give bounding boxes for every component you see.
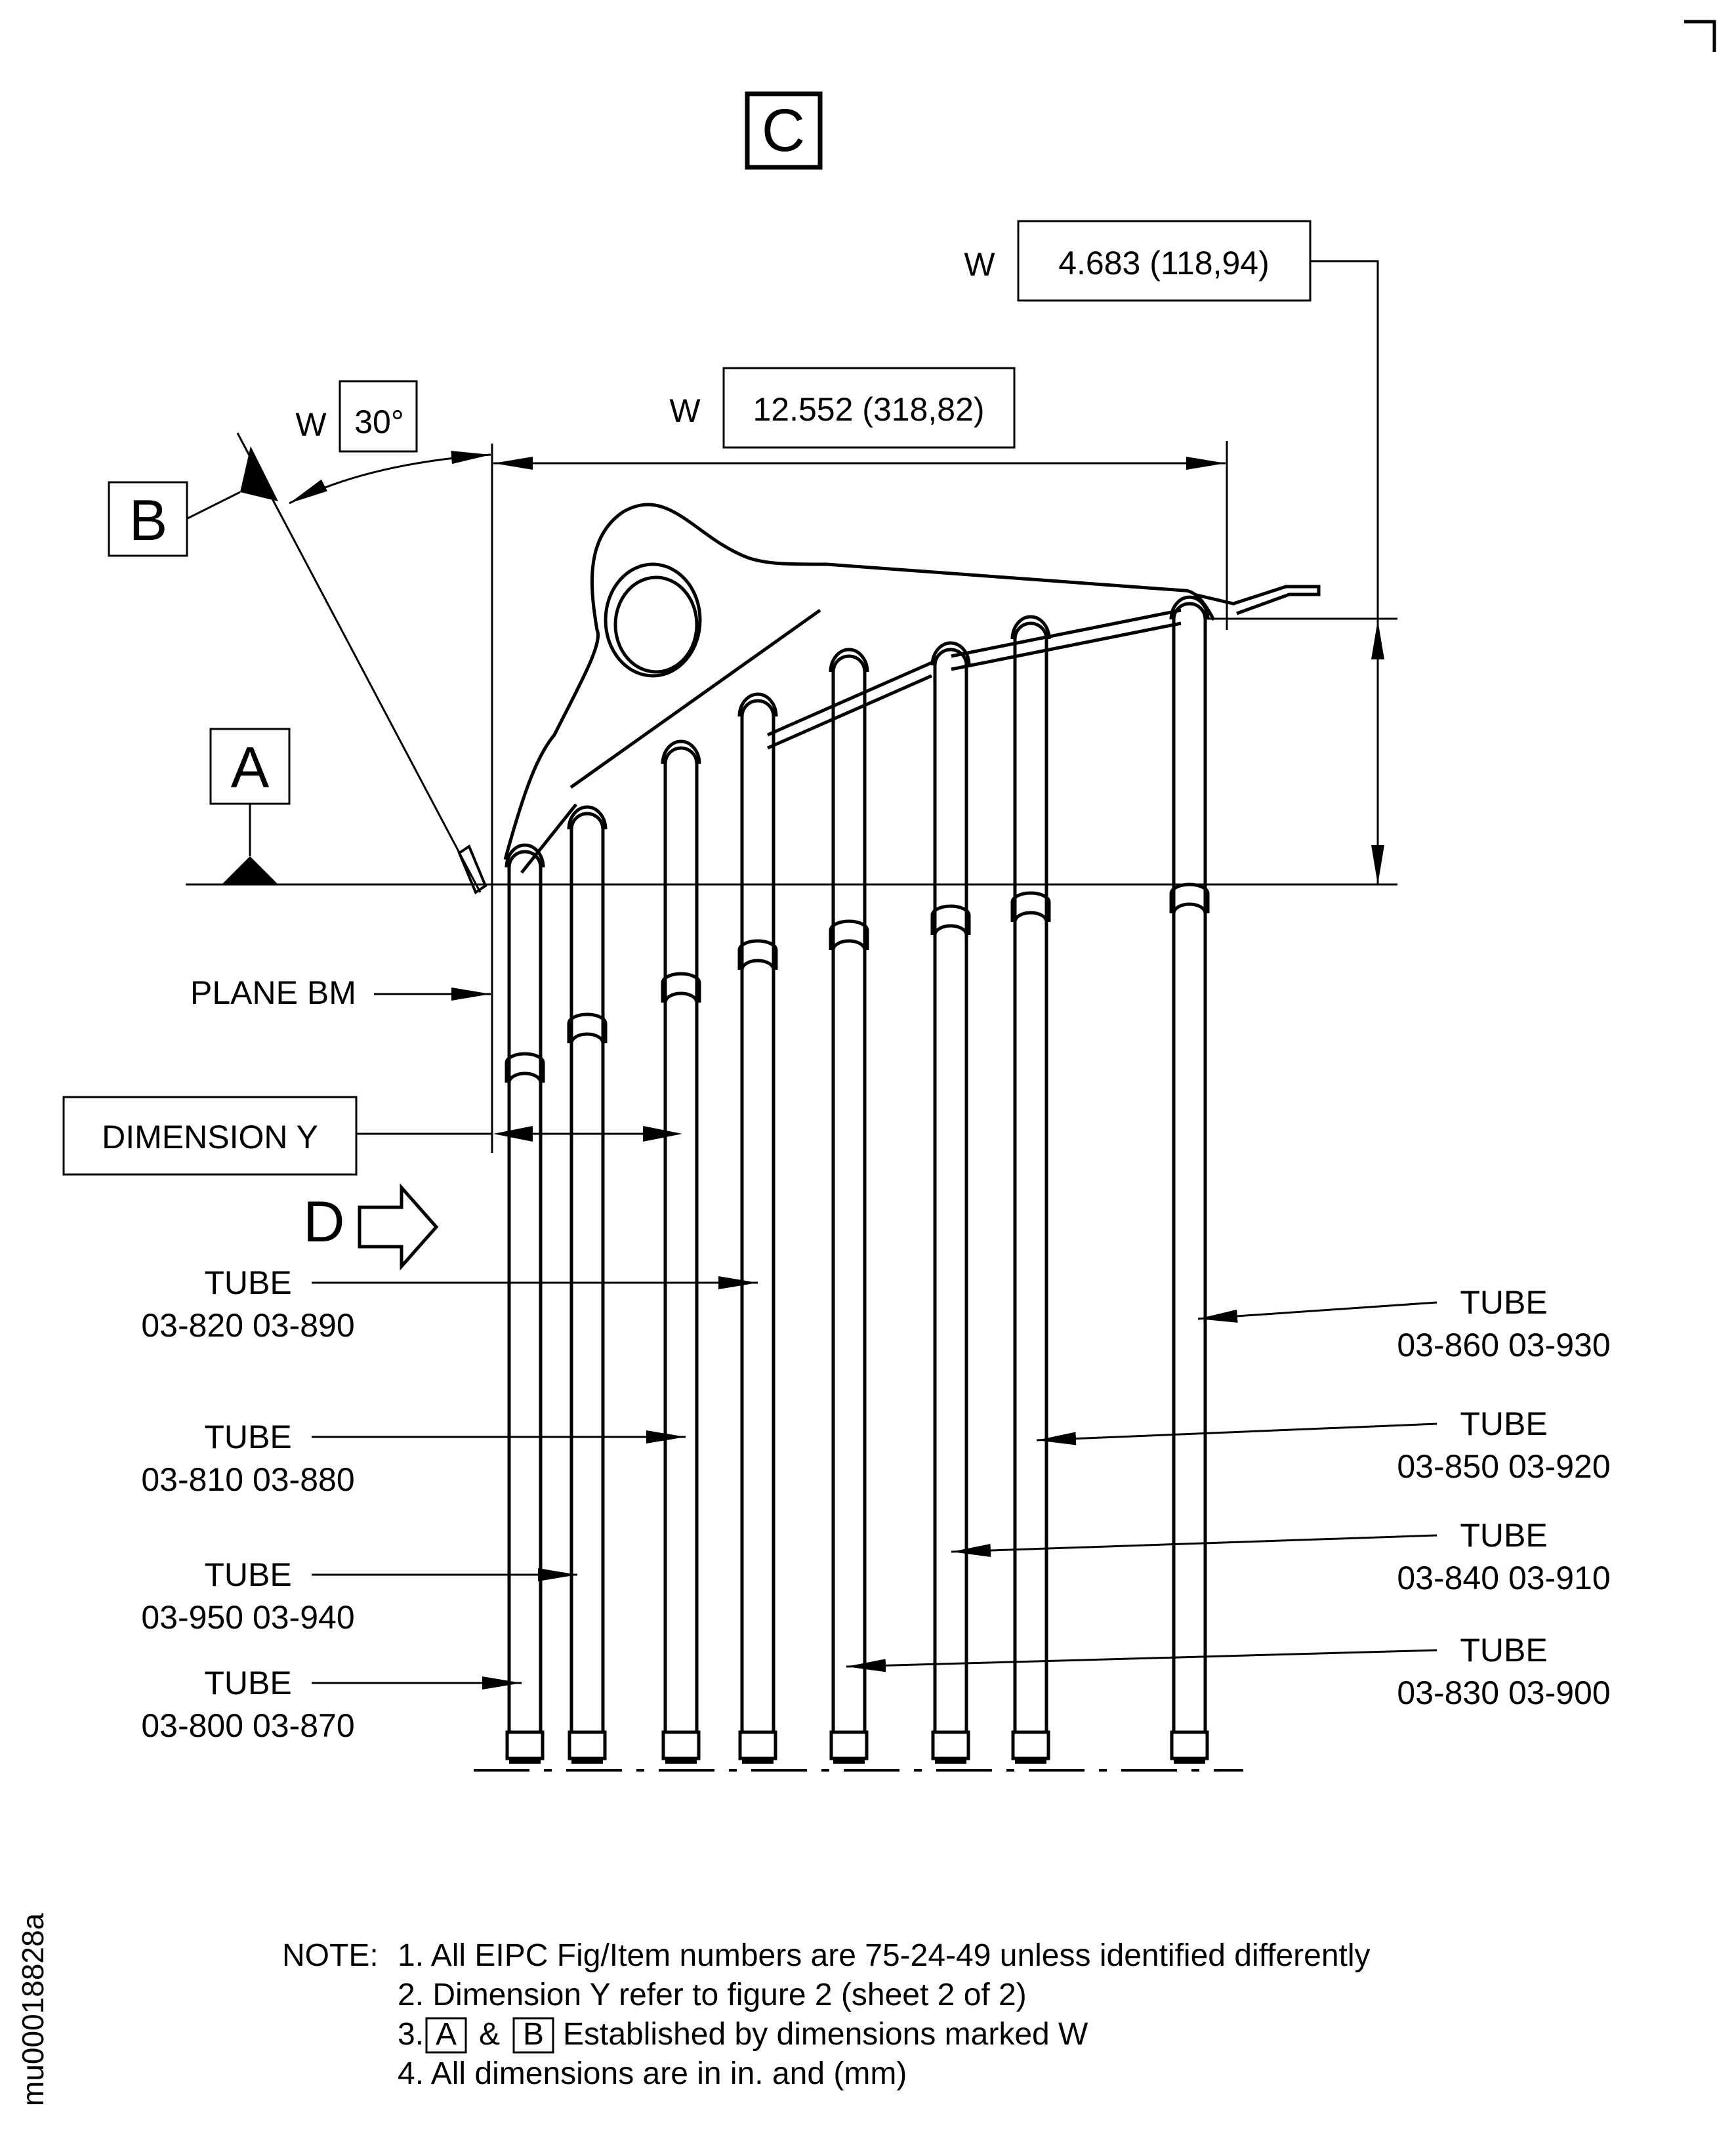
tube-callout-parts: 03-840 03-910 bbox=[1397, 1560, 1610, 1596]
dimension-angle: W 30° bbox=[289, 380, 491, 505]
tube bbox=[737, 692, 778, 1764]
view-label-box: C bbox=[745, 91, 823, 170]
corner-mark bbox=[1684, 20, 1716, 52]
dimension-horizontal: W 12.552 (318,82) bbox=[493, 367, 1228, 630]
tube-callout-parts: 03-950 03-940 bbox=[141, 1599, 354, 1636]
dimension-horizontal-value: 12.552 (318,82) bbox=[753, 391, 984, 428]
tube-callout-title: TUBE bbox=[1460, 1632, 1547, 1669]
tube-callout: TUBE 03-860 03-930 bbox=[1197, 1284, 1611, 1363]
notes: NOTE: 1. All EIPC Fig/Item numbers are 7… bbox=[282, 1938, 1371, 2091]
tube bbox=[930, 641, 971, 1764]
tubes bbox=[505, 595, 1210, 1764]
tube-callout-parts: 03-850 03-920 bbox=[1397, 1448, 1610, 1485]
plane-bm-callout: PLANE BM bbox=[190, 974, 491, 1011]
tube-callout-parts: 03-800 03-870 bbox=[141, 1707, 354, 1744]
note-4: 4. All dimensions are in in. and (mm) bbox=[398, 2056, 907, 2091]
tube-callout: TUBE 03-840 03-910 bbox=[951, 1517, 1611, 1596]
dimension-horizontal-marker: W bbox=[669, 392, 701, 429]
tube bbox=[505, 843, 545, 1764]
dimension-y-callout: DIMENSION Y bbox=[62, 1096, 682, 1176]
tube-callout-title: TUBE bbox=[204, 1556, 291, 1593]
tube-callout-title: TUBE bbox=[204, 1665, 291, 1701]
drawing-id: mu00018828a bbox=[16, 1913, 50, 2106]
tube-callout: TUBE 03-850 03-920 bbox=[1036, 1405, 1611, 1485]
tube-callout-title: TUBE bbox=[204, 1264, 291, 1301]
tube-callout-title: TUBE bbox=[204, 1419, 291, 1455]
dimension-angle-marker: W bbox=[295, 406, 327, 443]
note-3-prefix: 3. bbox=[398, 2017, 424, 2052]
tube-callout-title: TUBE bbox=[1460, 1284, 1547, 1321]
plane-bm-label: PLANE BM bbox=[190, 974, 356, 1011]
notes-prefix: NOTE: bbox=[282, 1938, 379, 1973]
note-3: Established by dimensions marked W bbox=[563, 2017, 1088, 2052]
note-2: 2. Dimension Y refer to figure 2 (sheet … bbox=[398, 1978, 1027, 2012]
tube-callout-parts: 03-830 03-900 bbox=[1397, 1674, 1610, 1711]
tube-callout: TUBE 03-950 03-940 bbox=[141, 1556, 577, 1636]
tube-callout: TUBE 03-810 03-880 bbox=[141, 1419, 686, 1498]
dimension-vertical: W 4.683 (118,94) bbox=[964, 220, 1397, 884]
tube-callout-parts: 03-860 03-930 bbox=[1397, 1327, 1610, 1363]
note-1: 1. All EIPC Fig/Item numbers are 75-24-4… bbox=[398, 1938, 1371, 1973]
datum-b-label: B bbox=[129, 488, 168, 552]
tube-callout-title: TUBE bbox=[1460, 1517, 1547, 1554]
note-3-datum-b: B bbox=[523, 2017, 544, 2052]
view-arrow-label: D bbox=[303, 1189, 345, 1254]
tube-callout-parts: 03-810 03-880 bbox=[141, 1461, 354, 1498]
note-3-amp: & bbox=[479, 2017, 500, 2052]
dimension-vertical-value: 4.683 (118,94) bbox=[1058, 245, 1270, 281]
datum-a-label: A bbox=[231, 735, 270, 800]
view-arrow-d: D bbox=[303, 1183, 439, 1271]
tube bbox=[829, 648, 869, 1764]
tube-callout: TUBE 03-800 03-870 bbox=[141, 1665, 522, 1744]
tube bbox=[661, 739, 701, 1764]
drawing-id-label: mu00018828a bbox=[16, 1913, 50, 2106]
tube-callout-parts: 03-820 03-890 bbox=[141, 1307, 354, 1344]
dimension-y-label: DIMENSION Y bbox=[102, 1119, 318, 1155]
bracket bbox=[457, 503, 1321, 895]
datum-a: A bbox=[186, 728, 1397, 886]
datum-b: B bbox=[108, 432, 482, 893]
note-3-datum-a: A bbox=[436, 2017, 457, 2052]
dimension-vertical-marker: W bbox=[964, 246, 995, 283]
tube-callout: TUBE 03-820 03-890 bbox=[141, 1264, 758, 1344]
tube bbox=[1169, 595, 1210, 1764]
dimension-angle-value: 30° bbox=[354, 404, 404, 440]
tube bbox=[567, 805, 608, 1764]
tube bbox=[1010, 615, 1051, 1764]
tube-callout: TUBE 03-830 03-900 bbox=[846, 1632, 1611, 1711]
view-label: C bbox=[762, 97, 805, 164]
tube-callout-title: TUBE bbox=[1460, 1405, 1547, 1442]
